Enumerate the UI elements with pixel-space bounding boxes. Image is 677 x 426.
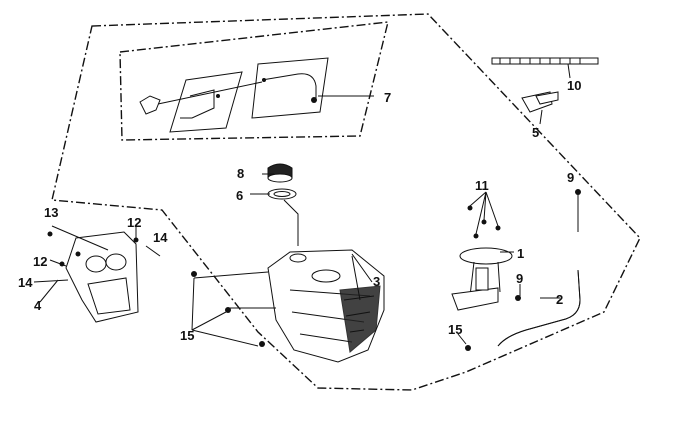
fuel-hose — [497, 269, 581, 347]
callout-9-upper: 9 — [567, 170, 574, 185]
group-boundary-hoses — [119, 21, 389, 141]
callout-11: 11 — [475, 178, 489, 193]
callout-7: 7 — [384, 90, 391, 105]
cable-tie — [491, 57, 599, 65]
bolt-left-low — [259, 341, 265, 347]
fuel-tank — [267, 249, 385, 363]
callout-2: 2 — [556, 292, 563, 307]
callout-9-lower: 9 — [516, 271, 523, 286]
tank-bracket — [47, 231, 139, 323]
breather-hose-assembly — [139, 57, 329, 133]
callout-5: 5 — [532, 125, 539, 140]
callout-15-left: 15 — [180, 328, 194, 343]
bolt-right — [465, 345, 471, 351]
callout-3: 3 — [373, 274, 380, 289]
callout-1: 1 — [517, 246, 524, 261]
cap-gasket — [267, 188, 297, 200]
callout-12-upper: 12 — [127, 215, 141, 230]
callout-6: 6 — [236, 188, 243, 203]
bolt-left-top — [191, 271, 197, 277]
callout-12-lower: 12 — [33, 254, 47, 269]
callout-15-right: 15 — [448, 322, 462, 337]
callout-8: 8 — [237, 166, 244, 181]
cap-axis-line — [283, 199, 299, 246]
callout-13: 13 — [44, 205, 58, 220]
hose-clip — [521, 91, 559, 113]
fuel-cap — [267, 163, 293, 183]
callout-14-left: 14 — [18, 275, 33, 290]
callout-10: 10 — [567, 78, 581, 93]
fuel-pump — [451, 205, 513, 311]
callout-14-right: 14 — [153, 230, 168, 245]
callout-4: 4 — [34, 298, 42, 313]
